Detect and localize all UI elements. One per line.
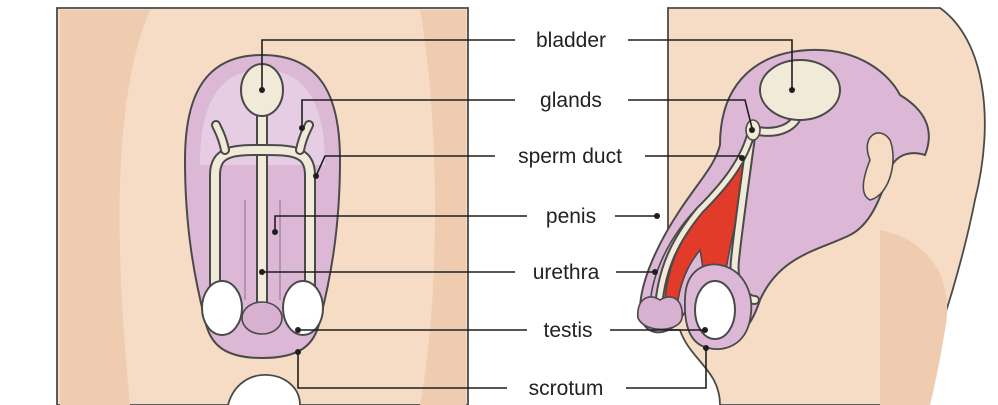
front-testis-left <box>202 281 242 335</box>
label-urethra: urethra <box>533 261 600 284</box>
labels: bladder glands sperm duct penis urethra … <box>518 29 622 400</box>
side-bladder <box>760 60 840 120</box>
label-testis: testis <box>543 319 592 342</box>
label-glands: glands <box>540 89 602 112</box>
label-bladder: bladder <box>536 29 606 52</box>
label-penis: penis <box>546 205 596 228</box>
label-scrotum: scrotum <box>529 377 604 400</box>
front-glans <box>242 302 282 334</box>
front-testis-right <box>283 281 323 335</box>
label-sperm-duct: sperm duct <box>518 145 622 168</box>
side-glans <box>638 297 682 329</box>
side-view <box>638 8 985 405</box>
